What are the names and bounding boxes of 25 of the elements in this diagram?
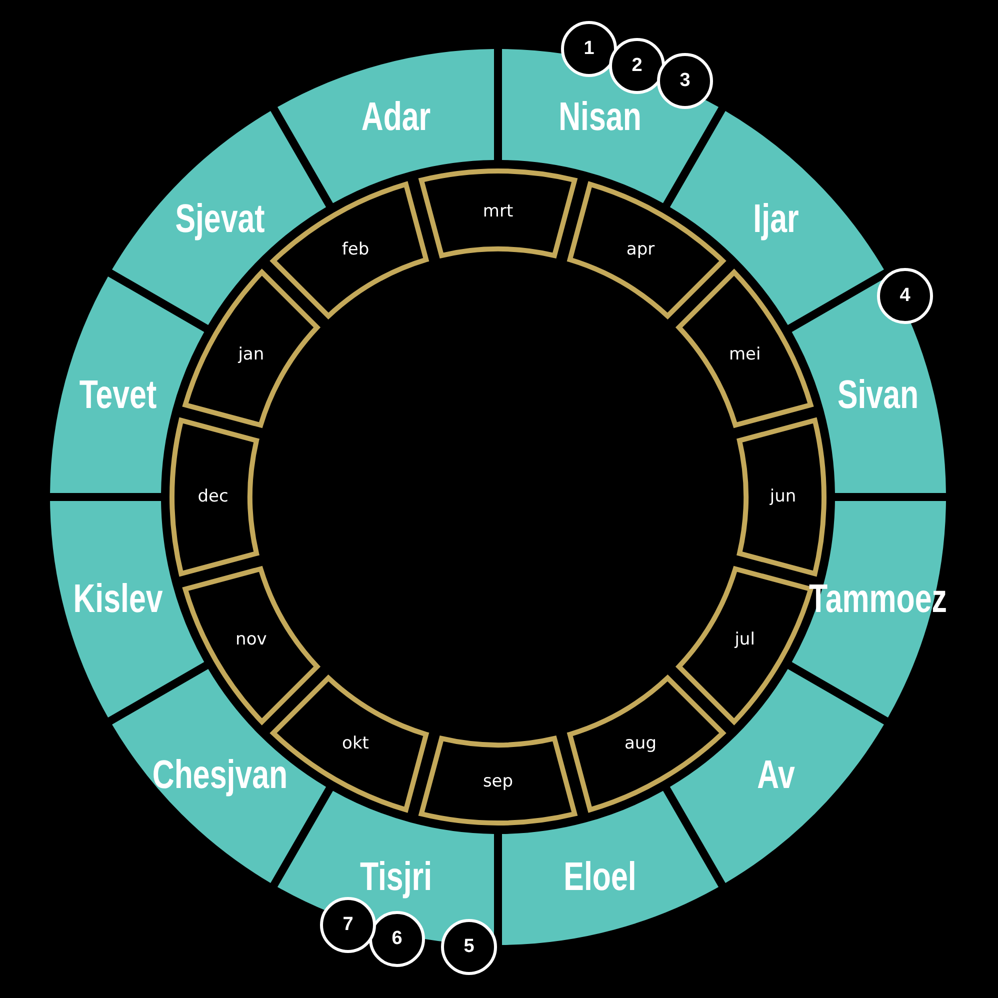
- month-label: aug: [624, 735, 656, 752]
- month-label: Tevet: [80, 375, 157, 416]
- month-label: Sivan: [837, 375, 918, 416]
- month-label: Chesjvan: [152, 754, 288, 795]
- month-label: Kislev: [74, 578, 164, 619]
- month-label: Ijar: [753, 199, 799, 240]
- month-label: Av: [757, 754, 795, 795]
- month-label: dec: [198, 488, 228, 506]
- month-label: Tisjri: [360, 856, 432, 897]
- month-label: mei: [728, 346, 761, 363]
- month-label: sep: [482, 774, 514, 790]
- numbered-marker: 5: [441, 919, 497, 975]
- numbered-marker: 4: [877, 268, 933, 324]
- month-label: jun: [770, 488, 796, 506]
- month-label: okt: [342, 735, 369, 752]
- month-label: nov: [236, 631, 267, 648]
- month-label: Nisan: [558, 97, 642, 138]
- month-label: Eloel: [563, 856, 636, 897]
- month-label: mrt: [482, 204, 514, 220]
- month-label: Sjevat: [175, 199, 265, 240]
- month-label: jul: [734, 631, 755, 648]
- month-label: Adar: [362, 97, 431, 138]
- month-label: apr: [626, 242, 655, 259]
- month-label: jan: [238, 346, 264, 363]
- month-label: feb: [342, 242, 370, 259]
